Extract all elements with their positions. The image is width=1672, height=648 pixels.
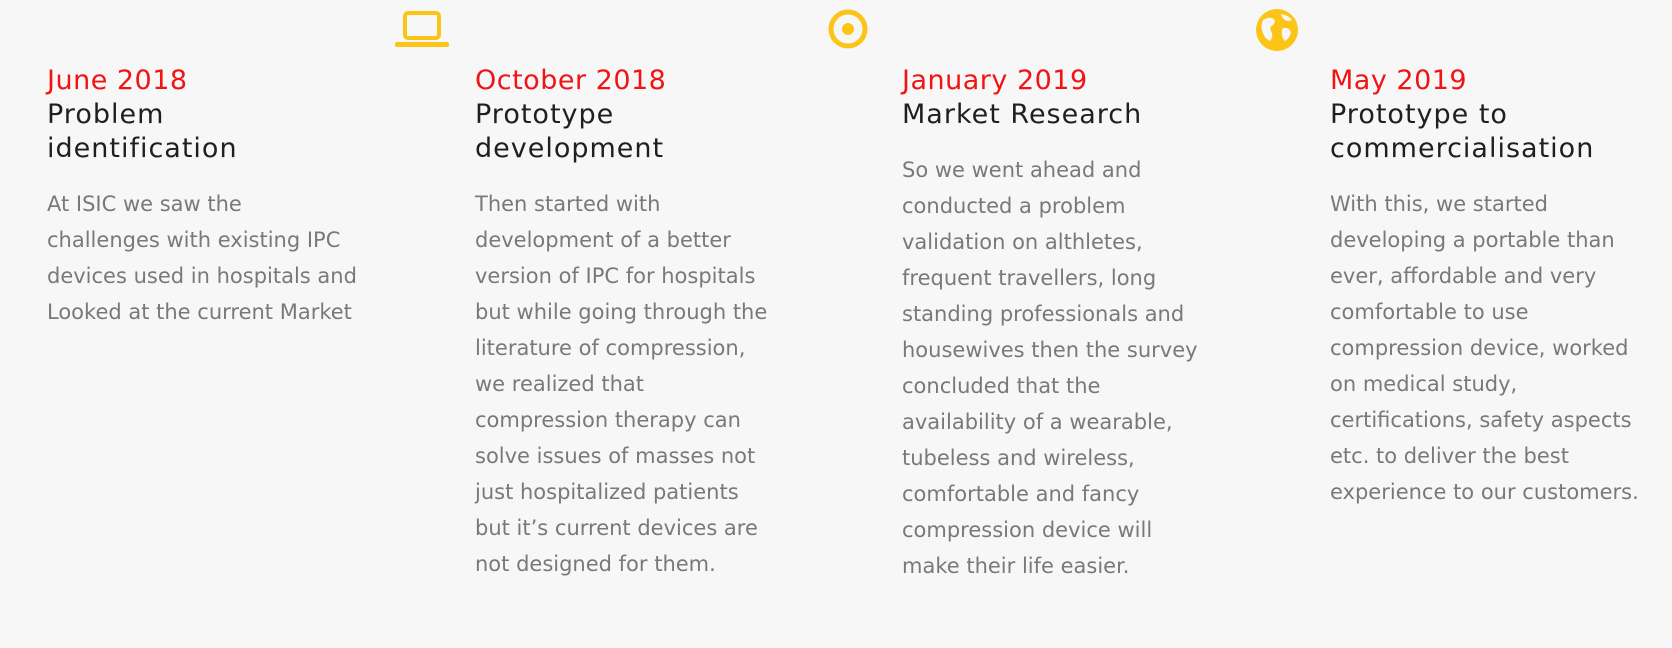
milestone-date: October 2018 (475, 65, 667, 96)
milestone-may-2019: May 2019 Prototype to commercialisation … (1330, 64, 1640, 510)
milestone-date: June 2018 (47, 65, 188, 96)
milestone-january-2019: January 2019 Market Research So we went … (902, 64, 1202, 584)
milestone-title: Problem identification (47, 98, 357, 166)
milestone-description: With this, we started developing a porta… (1330, 192, 1639, 504)
milestone-title: Prototype development (475, 98, 775, 166)
milestone-description: At ISIC we saw the challenges with exist… (47, 192, 357, 324)
milestone-october-2018: October 2018 Prototype development Then … (475, 64, 775, 582)
milestone-title: Prototype to commercialisation (1330, 98, 1640, 166)
milestone-june-2018: June 2018 Problem identification At ISIC… (47, 64, 357, 330)
milestone-description: Then started with development of a bette… (475, 192, 768, 576)
milestone-title: Market Research (902, 98, 1202, 132)
milestone-date: January 2019 (902, 65, 1088, 96)
milestone-title-line2: identification (47, 133, 238, 164)
milestone-title-line1: Prototype to (1330, 99, 1508, 130)
milestone-date: May 2019 (1330, 65, 1468, 96)
milestone-title-line2: commercialisation (1330, 133, 1595, 164)
globe-icon (1253, 6, 1311, 51)
milestone-title-line2: development (475, 133, 665, 164)
milestone-title-line1: Problem (47, 99, 165, 130)
target-icon (826, 5, 884, 49)
milestone-title-line1: Prototype (475, 99, 615, 130)
milestone-description: So we went ahead and conducted a problem… (902, 158, 1198, 578)
milestone-title-line1: Market Research (902, 99, 1143, 130)
laptop-icon (393, 8, 451, 52)
